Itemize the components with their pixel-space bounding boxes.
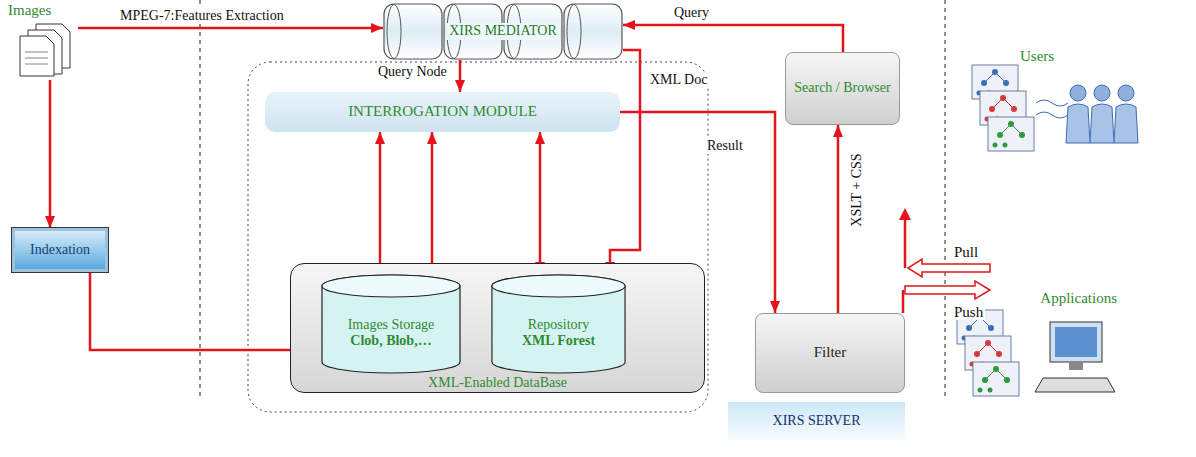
flow-arrow [90,272,321,350]
process-box: Filter [755,313,905,393]
edge-label: MPEG-7:Features Extraction [118,8,286,24]
flow-label: Pull [952,244,980,260]
process-box: Indexation [12,228,108,272]
node-subtitle: Clob, Blob,… [350,333,431,349]
node-subtitle: XML Forest [522,333,595,349]
process-box: Search / Browser [785,52,900,125]
pull-arrow [908,259,990,277]
flow-arrow [837,125,840,313]
edge-label: Result [705,138,745,154]
divider-line [945,0,946,400]
node-heading: Images [8,2,51,19]
actor-group: Users [965,48,1145,155]
flow-arrow [379,132,382,274]
server-band: XIRS SERVER [728,402,905,440]
node-heading: Applications [1040,290,1117,307]
flow-arrow [459,60,462,92]
pull-head [899,208,911,220]
flow-arrow [623,25,843,52]
edge-label: Query Node [376,64,449,80]
node-heading: Users [1020,48,1054,65]
node-label: XML-Enabled DataBase [428,375,567,391]
push-line [902,290,905,313]
node-label: Filter [814,344,847,361]
pull-line [904,218,907,268]
module-band: INTERROGATION MODULE [265,92,620,132]
edge-label: XSLT + CSS [849,151,865,228]
image-stack-icon [16,22,76,78]
divider-line [200,0,201,400]
flow-arrow [431,132,434,274]
node-label: INTERROGATION MODULE [348,103,537,120]
flow-arrow [610,50,640,274]
users-icon [970,63,1145,153]
applications-icon [955,308,1125,400]
node-label: Indexation [30,242,90,258]
flow-label: Push [952,304,985,320]
node-title: Repository [528,317,589,333]
node-label: XIRS MEDIATOR [446,23,559,39]
flow-arrow [49,80,52,228]
image-source: Images [8,2,78,80]
flow-arrow [78,27,383,30]
flow-arrow [539,132,542,274]
push-arrow [905,281,990,299]
database-box: XML-Enabled DataBaseImages StorageClob, … [290,263,705,393]
node-label: Search / Browser [794,80,890,96]
edge-label: Query [672,5,711,21]
node-label: XIRS SERVER [773,413,861,429]
mediator-pipe: XIRS MEDIATOR [383,3,623,60]
storage-cylinder: RepositoryXML Forest [491,274,626,374]
storage-cylinder: Images StorageClob, Blob,… [321,274,461,374]
node-title: Images Storage [348,317,435,333]
edge-label: XML Doc [648,72,709,88]
